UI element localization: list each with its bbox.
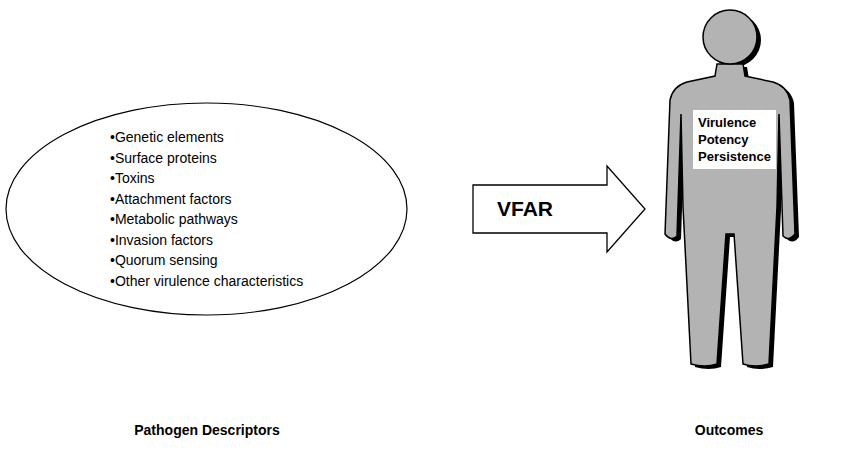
- list-item: •Attachment factors: [110, 189, 303, 210]
- descriptor-list: •Genetic elements•Surface proteins•Toxin…: [110, 127, 303, 291]
- figure-body: [665, 64, 795, 366]
- list-item: •Surface proteins: [110, 148, 303, 169]
- figure-head: [703, 10, 757, 64]
- list-item: •Genetic elements: [110, 127, 303, 148]
- list-item: •Quorum sensing: [110, 250, 303, 271]
- list-item: •Toxins: [110, 168, 303, 189]
- section-label: Pathogen Descriptors: [134, 422, 279, 438]
- list-item: •Invasion factors: [110, 230, 303, 251]
- figure-drawing: [645, 2, 810, 377]
- list-item: •Other virulence characteristics: [110, 271, 303, 292]
- block-arrow: [473, 166, 645, 252]
- ellipse-shape: [6, 103, 407, 315]
- descriptor-ellipse: •Genetic elements•Surface proteins•Toxin…: [5, 102, 408, 316]
- outcome-text: Virulence: [698, 114, 771, 131]
- human-figure: VirulencePotencyPersistence: [645, 2, 810, 377]
- outcome-box: VirulencePotencyPersistence: [693, 110, 776, 169]
- list-item: •Metabolic pathways: [110, 209, 303, 230]
- arrow-label: VFAR: [497, 197, 553, 221]
- section-label: Outcomes: [695, 422, 763, 438]
- outcome-text: Potency: [698, 131, 771, 148]
- outcome-text: Persistence: [698, 148, 771, 165]
